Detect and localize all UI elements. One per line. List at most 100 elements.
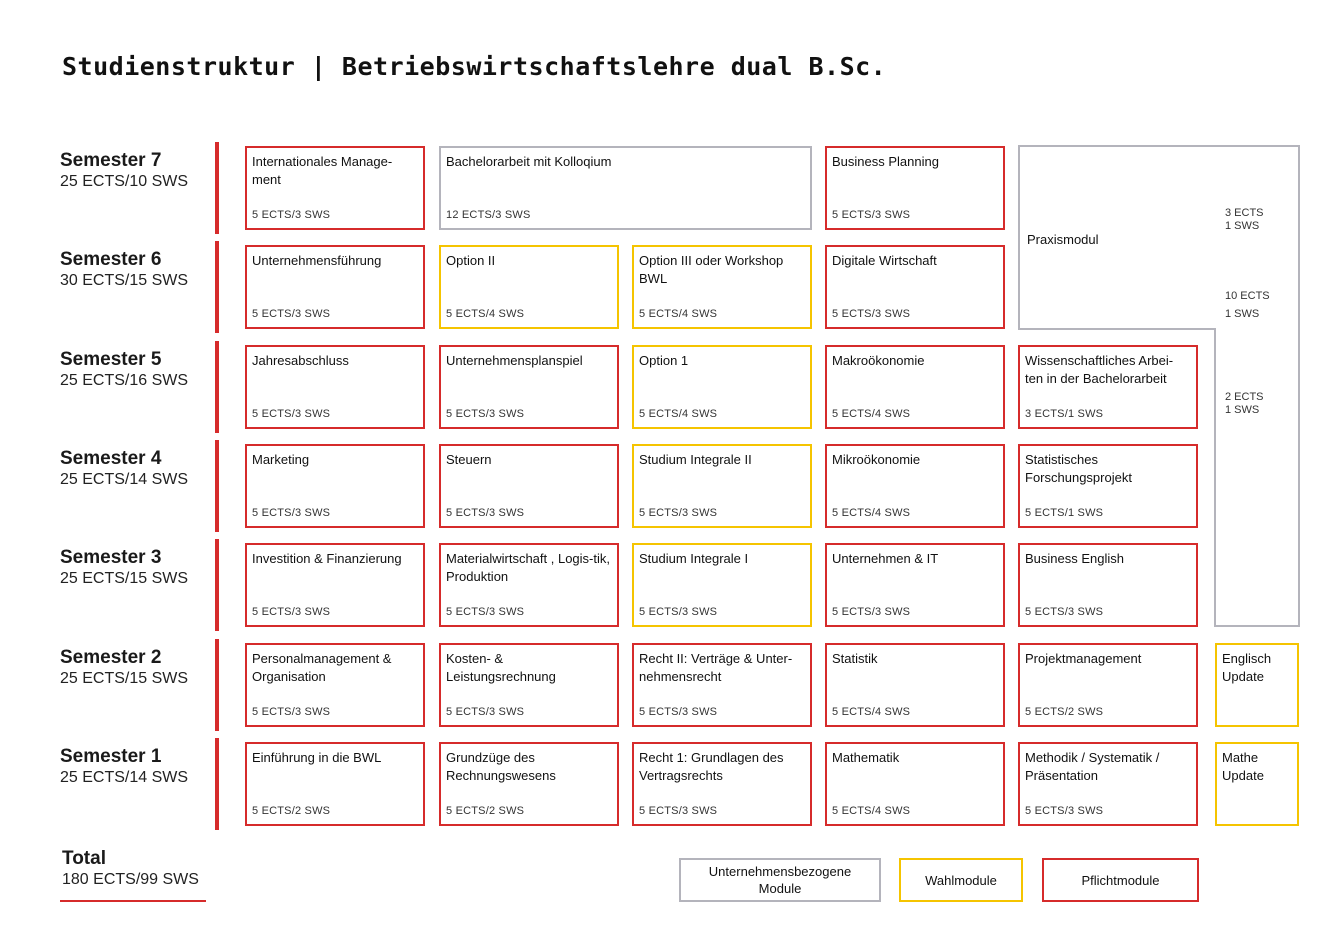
praxismodul-sem6-ects: 10 ECTS <box>1225 290 1270 302</box>
semester-name: Semester 6 <box>60 249 162 270</box>
module-title: Wissenschaftliches Arbei-ten in der Bach… <box>1025 353 1174 386</box>
module-title: Statistik <box>832 651 878 666</box>
semester-bar <box>215 639 219 731</box>
update-module-card: Mathe Update <box>1215 742 1299 826</box>
module-card: Materialwirtschaft , Logis-tik, Produkti… <box>439 543 619 627</box>
semester-label: Semester 6 30 ECTS/15 SWS <box>60 249 188 291</box>
module-card: Business Planning 5 ECTS/3 SWS <box>825 146 1005 230</box>
semester-label: Semester 7 25 ECTS/10 SWS <box>60 150 188 192</box>
module-card: Kosten- & Leistungsrechnung 5 ECTS/3 SWS <box>439 643 619 727</box>
module-title: Jahresabschluss <box>252 353 349 368</box>
module-card: Makroökonomie 5 ECTS/4 SWS <box>825 345 1005 429</box>
module-credits: 5 ECTS/3 SWS <box>1025 805 1104 817</box>
semester-credits: 30 ECTS/15 SWS <box>60 272 189 289</box>
module-card: Recht II: Verträge & Unter-nehmensrecht 5… <box>632 643 812 727</box>
module-title: Mikroökonomie <box>832 452 921 467</box>
module-credits: 5 ECTS/3 SWS <box>446 408 525 420</box>
module-title: Unternehmensführung <box>252 253 382 268</box>
module-title: Recht II: Verträge & Unter-nehmensrecht <box>639 651 793 684</box>
module-credits: 5 ECTS/2 SWS <box>1025 706 1104 718</box>
semester-bar <box>215 440 219 532</box>
semester-credits: 25 ECTS/10 SWS <box>60 173 189 190</box>
module-credits: 5 ECTS/3 SWS <box>832 308 911 320</box>
module-title: Option II <box>446 253 496 268</box>
semester-name: Semester 1 <box>60 746 162 767</box>
module-credits: 5 ECTS/4 SWS <box>832 408 911 420</box>
semester-bar <box>215 142 219 234</box>
module-credits: 5 ECTS/3 SWS <box>639 706 718 718</box>
module-title: Grundzüge des Rechnungswesens <box>446 750 556 783</box>
module-card: Option II 5 ECTS/4 SWS <box>439 245 619 329</box>
update-module-title: Englisch Update <box>1222 651 1272 684</box>
total-value: 180 ECTS/99 SWS <box>62 871 199 888</box>
semester-label: Semester 1 25 ECTS/14 SWS <box>60 746 188 788</box>
module-title: Business English <box>1025 551 1124 566</box>
module-title: Studium Integrale II <box>639 452 752 467</box>
module-credits: 5 ECTS/3 SWS <box>446 706 525 718</box>
module-title: Business Planning <box>832 154 939 169</box>
module-card: Wissenschaftliches Arbei-ten in der Bach… <box>1018 345 1198 429</box>
module-title: Unternehmen & IT <box>832 551 939 566</box>
module-credits: 5 ECTS/2 SWS <box>252 805 331 817</box>
module-credits: 5 ECTS/4 SWS <box>446 308 525 320</box>
module-credits: 5 ECTS/4 SWS <box>639 308 718 320</box>
module-title: Marketing <box>252 452 310 467</box>
module-title: Kosten- & Leistungsrechnung <box>446 651 556 684</box>
module-title: Makroökonomie <box>832 353 925 368</box>
legend-label: Pflichtmodule <box>1081 872 1160 888</box>
module-credits: 5 ECTS/4 SWS <box>832 706 911 718</box>
module-title: Materialwirtschaft , Logis-tik, Produkti… <box>446 551 610 584</box>
module-credits: 5 ECTS/3 SWS <box>832 209 911 221</box>
module-title: Unternehmensplanspiel <box>446 353 583 368</box>
praxismodul-sem7-credits: 3 ECTS 1 SWS <box>1225 207 1264 232</box>
module-credits: 5 ECTS/4 SWS <box>832 805 911 817</box>
module-credits: 5 ECTS/3 SWS <box>252 606 331 618</box>
module-card: Mathematik 5 ECTS/4 SWS <box>825 742 1005 826</box>
module-title: Projektmanagement <box>1025 651 1142 666</box>
module-card: Business English 5 ECTS/3 SWS <box>1018 543 1198 627</box>
module-credits: 5 ECTS/3 SWS <box>639 507 718 519</box>
module-title: Mathematik <box>832 750 900 765</box>
module-card: Unternehmensplanspiel 5 ECTS/3 SWS <box>439 345 619 429</box>
module-credits: 5 ECTS/3 SWS <box>446 606 525 618</box>
praxismodul-label: Praxismodul <box>1027 232 1099 247</box>
module-title: Internationales Manage-ment <box>252 154 393 187</box>
module-credits: 5 ECTS/1 SWS <box>1025 507 1104 519</box>
semester-credits: 25 ECTS/15 SWS <box>60 670 189 687</box>
module-card: Statistik 5 ECTS/4 SWS <box>825 643 1005 727</box>
module-credits: 5 ECTS/3 SWS <box>252 507 331 519</box>
module-credits: 5 ECTS/3 SWS <box>639 805 718 817</box>
module-credits: 5 ECTS/3 SWS <box>1025 606 1104 618</box>
module-card: Einführung in die BWL 5 ECTS/2 SWS <box>245 742 425 826</box>
module-credits: 5 ECTS/3 SWS <box>446 507 525 519</box>
module-credits: 12 ECTS/3 SWS <box>446 209 531 221</box>
module-credits: 5 ECTS/3 SWS <box>252 209 331 221</box>
module-credits: 5 ECTS/3 SWS <box>639 606 718 618</box>
legend-item-pflicht: Pflichtmodule <box>1042 858 1199 902</box>
module-title: Personalmanagement & Organisation <box>252 651 392 684</box>
total-summary: Total 180 ECTS/99 SWS <box>62 848 199 890</box>
module-title: Einführung in die BWL <box>252 750 382 765</box>
semester-credits: 25 ECTS/14 SWS <box>60 769 189 786</box>
semester-credits: 25 ECTS/14 SWS <box>60 471 189 488</box>
module-card: Projektmanagement 5 ECTS/2 SWS <box>1018 643 1198 727</box>
semester-name: Semester 7 <box>60 150 162 171</box>
semester-name: Semester 2 <box>60 647 162 668</box>
total-underline <box>60 900 206 902</box>
